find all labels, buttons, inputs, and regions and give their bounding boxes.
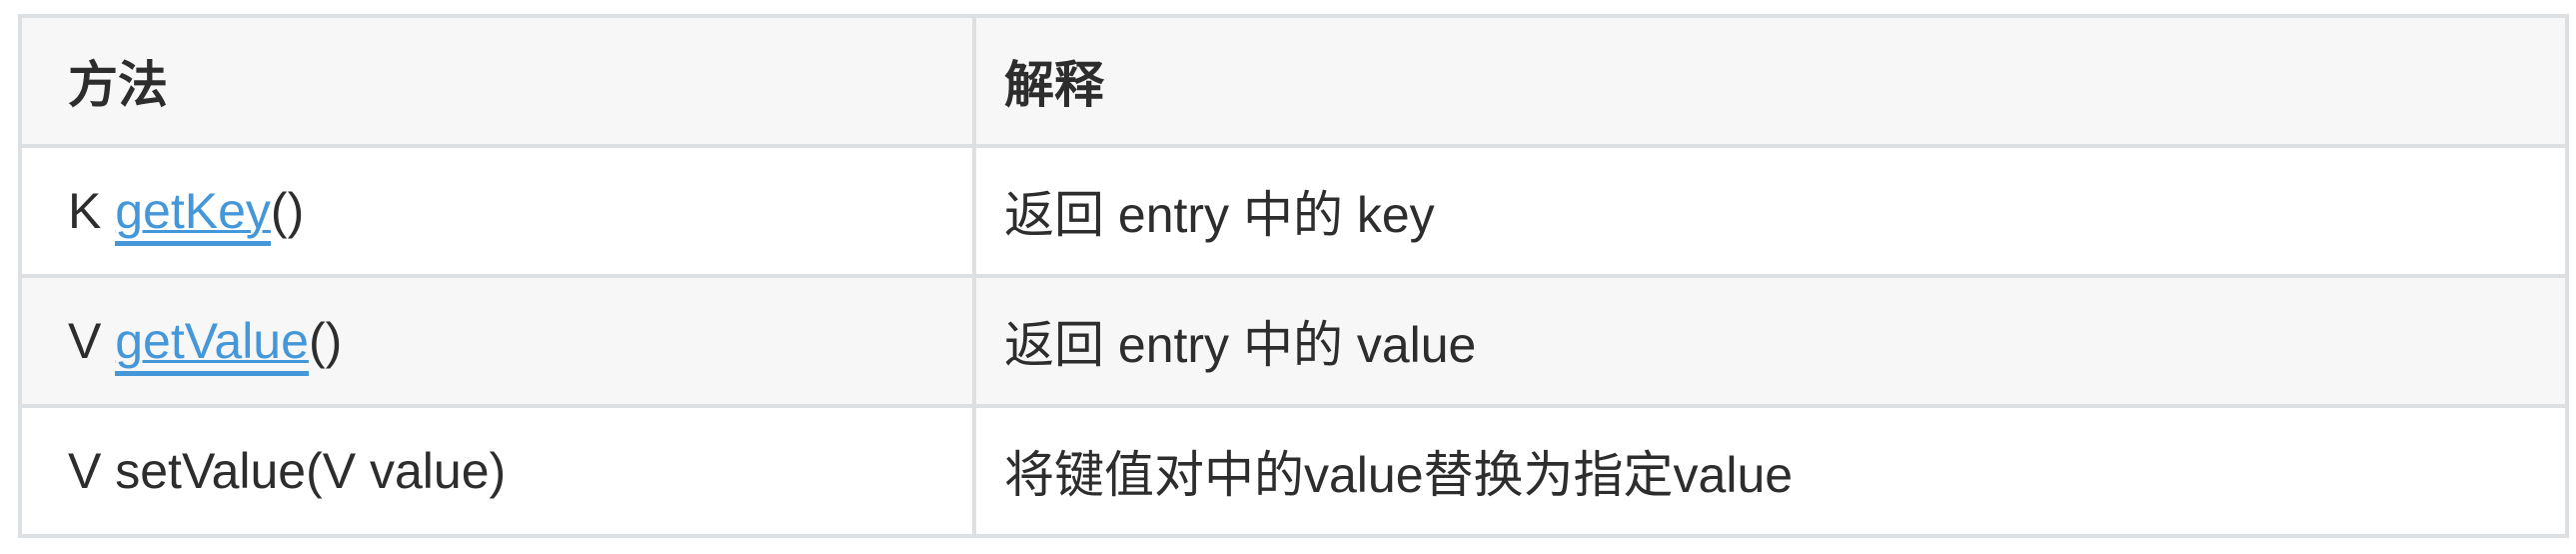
- method-suffix: (): [270, 183, 305, 239]
- method-cell: V getValue(): [18, 274, 976, 408]
- explanation-cell: 返回 entry 中的 value: [972, 274, 2569, 408]
- method-prefix: V: [68, 313, 116, 369]
- getvalue-link[interactable]: getValue: [115, 313, 309, 376]
- table-row-getkey: K getKey() 返回 entry 中的 key: [18, 144, 2569, 278]
- method-prefix: K: [68, 183, 116, 239]
- entry-methods-table: 方法 解释 K getKey() 返回 entry 中的 key V getVa…: [18, 14, 2569, 538]
- column-header-explanation: 解释: [972, 14, 2569, 148]
- method-cell: V setValue(V value): [18, 404, 976, 538]
- table-row-getvalue: V getValue() 返回 entry 中的 value: [18, 274, 2569, 408]
- method-cell: K getKey(): [18, 144, 976, 278]
- column-header-method: 方法: [18, 14, 976, 148]
- getkey-link[interactable]: getKey: [115, 183, 271, 246]
- table-header-row: 方法 解释: [18, 14, 2569, 148]
- method-prefix: V setValue(V value): [68, 443, 507, 499]
- table-row-setvalue: V setValue(V value) 将键值对中的value替换为指定valu…: [18, 404, 2569, 538]
- method-suffix: (): [308, 313, 343, 369]
- explanation-cell: 返回 entry 中的 key: [972, 144, 2569, 278]
- explanation-cell: 将键值对中的value替换为指定value: [972, 404, 2569, 538]
